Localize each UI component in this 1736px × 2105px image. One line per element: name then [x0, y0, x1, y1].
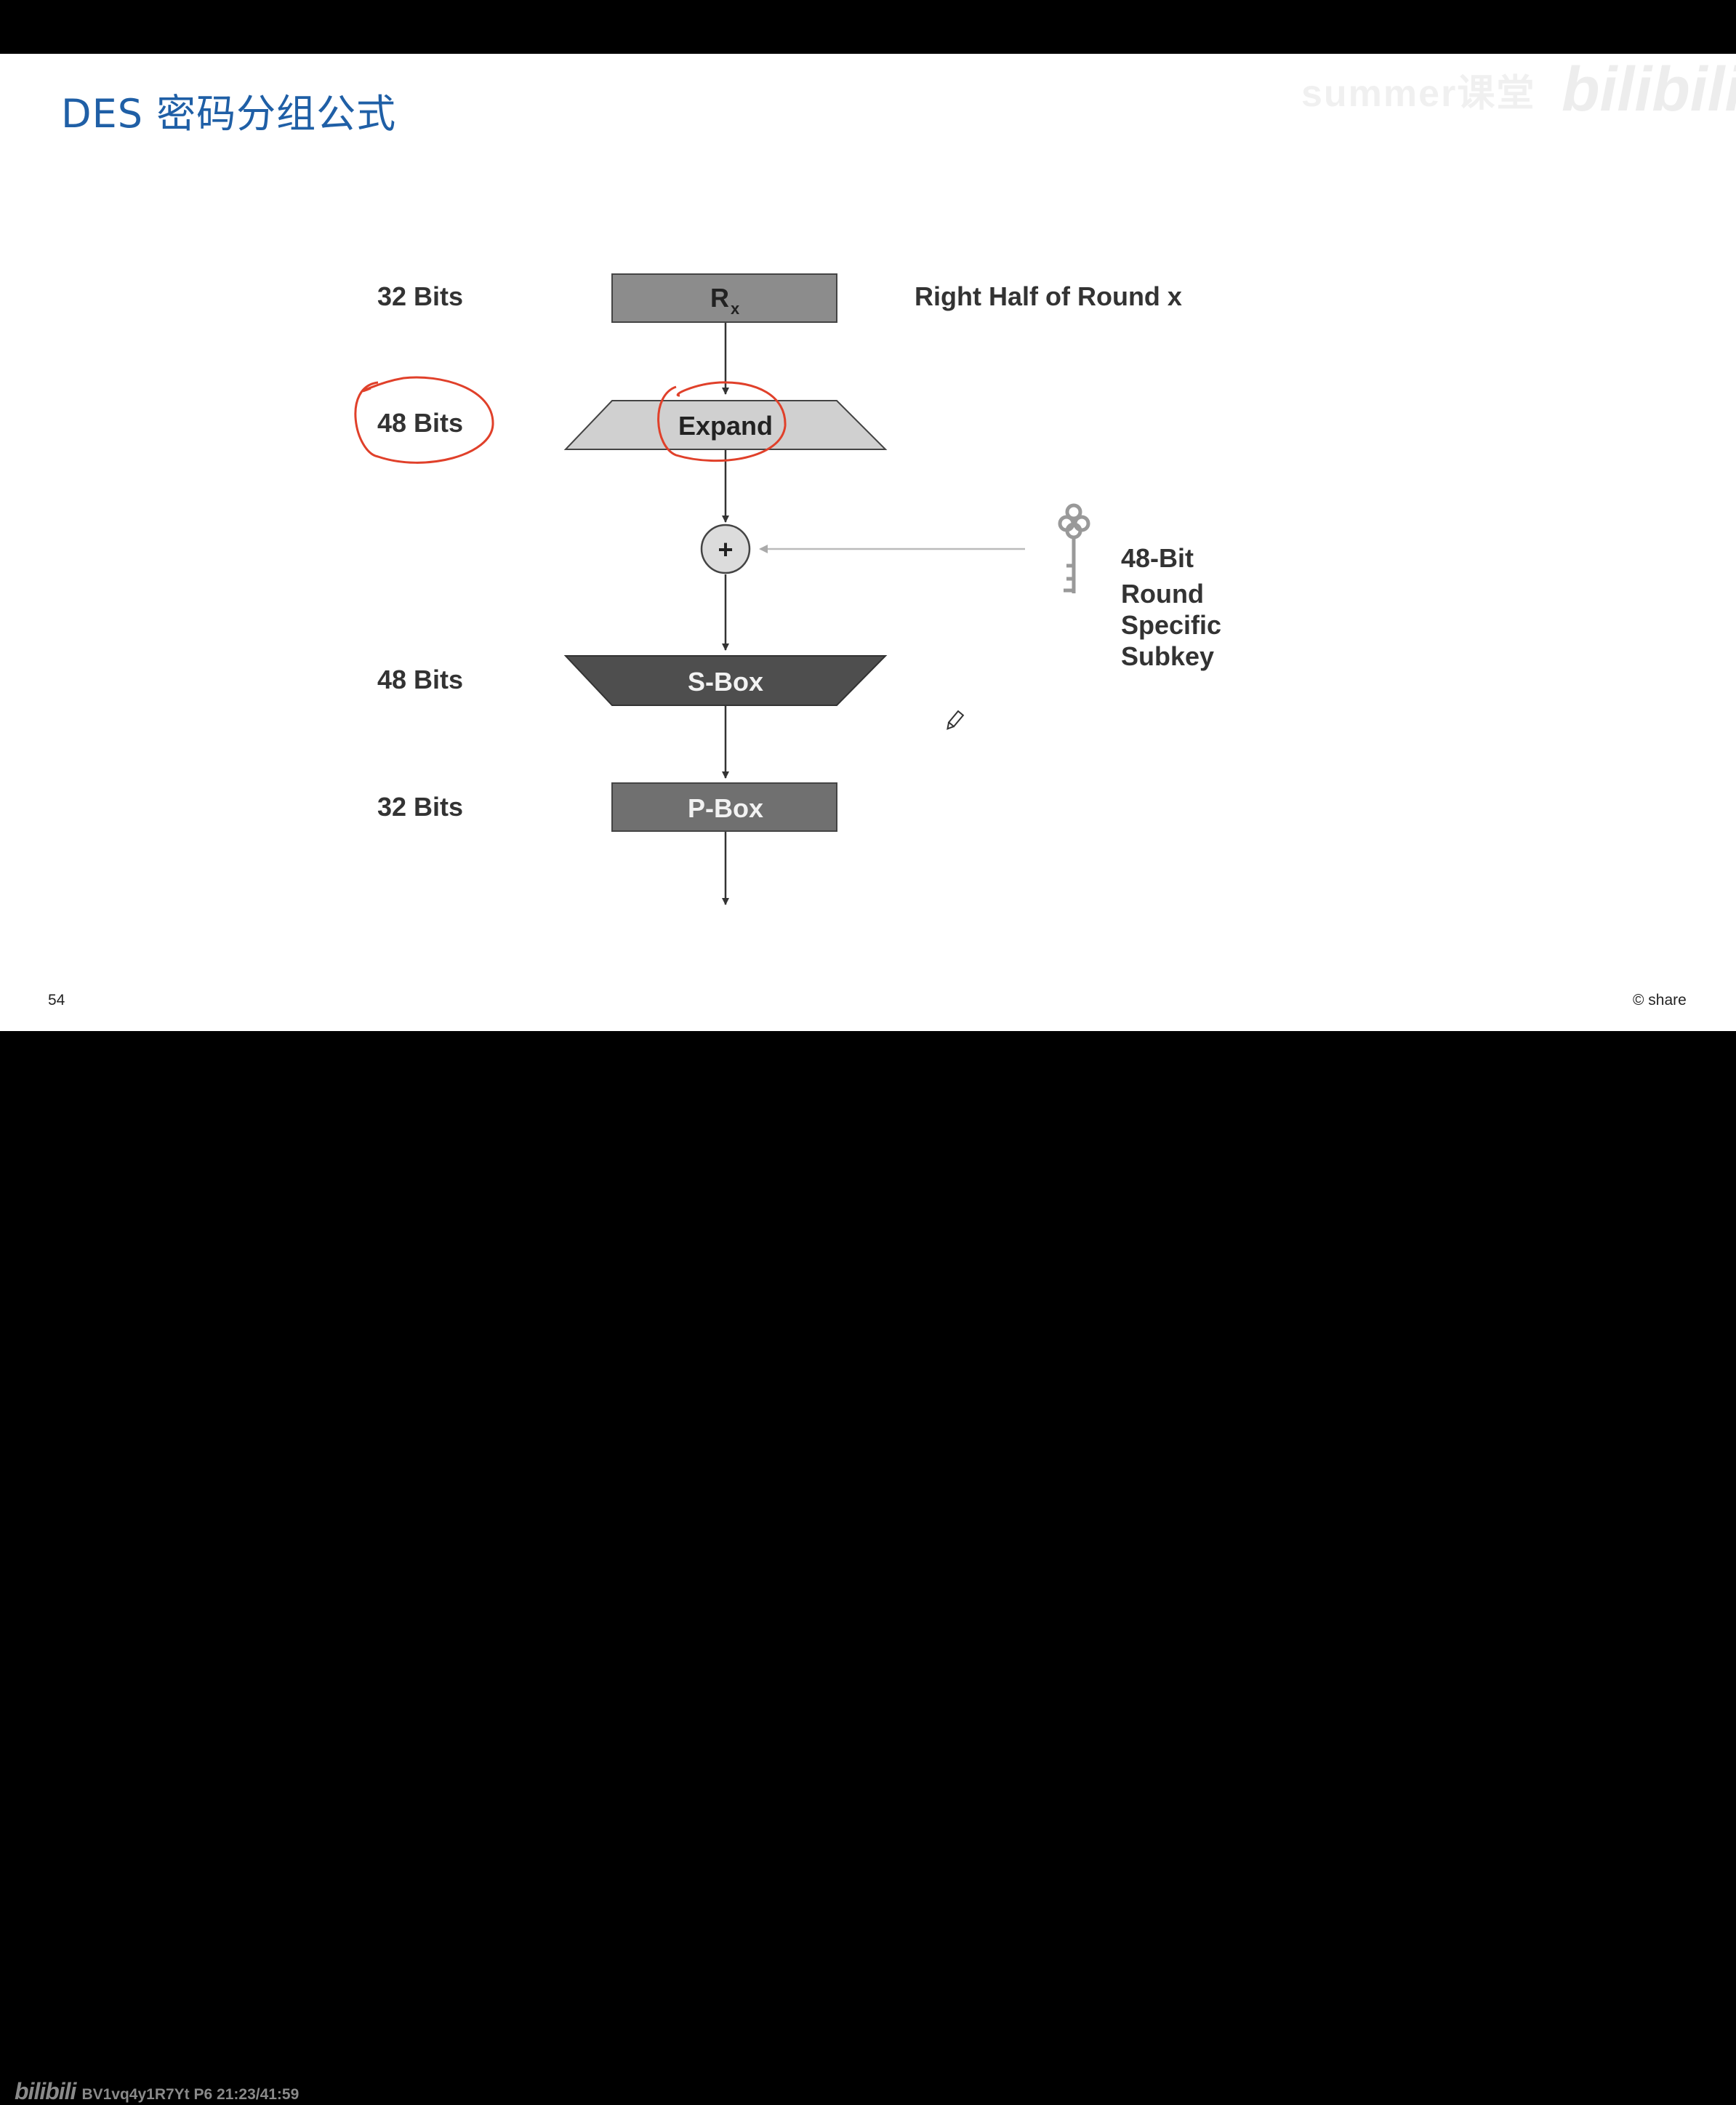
- rx-block-subscript: x: [731, 300, 740, 318]
- slide-title: DES 密码分组公式: [61, 91, 397, 137]
- page-number: 54: [48, 992, 65, 1009]
- pbox-block: P-Box: [611, 782, 837, 832]
- bits-label-expand: 48 Bits: [377, 408, 463, 438]
- pencil-icon[interactable]: [945, 710, 965, 731]
- rx-block-label: R: [710, 283, 729, 313]
- bits-label-pbox: 32 Bits: [377, 792, 463, 822]
- subkey-line-2: Round: [1121, 579, 1204, 609]
- xor-operator: +: [700, 524, 751, 574]
- video-info-text: BV1vq4y1R7Yt P6 21:23/41:59: [81, 2086, 300, 2103]
- subkey-line-1: 48-Bit: [1121, 543, 1194, 573]
- annotation-circle-48-bits: [354, 376, 494, 464]
- watermark-logo: bilibili: [1562, 55, 1736, 124]
- sbox-block: S-Box: [563, 655, 888, 706]
- des-round-diagram: R x Expand + S-Box P-Box 32 Bits 48 Bits…: [354, 273, 1221, 905]
- annotation-circle-expand: [657, 381, 787, 462]
- expand-block: Expand: [563, 400, 888, 450]
- pbox-block-label: P-Box: [688, 793, 763, 823]
- sbox-block-label: S-Box: [688, 667, 763, 697]
- bits-label-rx: 32 Bits: [377, 281, 463, 311]
- video-top-bar: [0, 0, 1736, 54]
- subkey-line-4: Subkey: [1121, 641, 1214, 671]
- watermark-text: summer课堂: [1301, 73, 1536, 115]
- key-icon: [1058, 503, 1090, 593]
- rx-block: R x: [611, 273, 837, 323]
- subkey-line-3: Specific: [1121, 610, 1221, 640]
- rx-description: Right Half of Round x: [915, 281, 1182, 311]
- presentation-slide: DES 密码分组公式 summer课堂 bilibili R x E: [0, 54, 1736, 1031]
- bits-label-sbox: 48 Bits: [377, 665, 463, 694]
- xor-symbol: +: [718, 534, 733, 564]
- player-info: bilibili BV1vq4y1R7Yt P6 21:23/41:59: [15, 2078, 299, 2105]
- copyright-text: © share: [1633, 992, 1687, 1009]
- bilibili-logo: bilibili: [15, 2078, 76, 2104]
- video-bottom-bar: bilibili BV1vq4y1R7Yt P6 21:23/41:59: [0, 1031, 1736, 2104]
- expand-block-label: Expand: [678, 411, 773, 441]
